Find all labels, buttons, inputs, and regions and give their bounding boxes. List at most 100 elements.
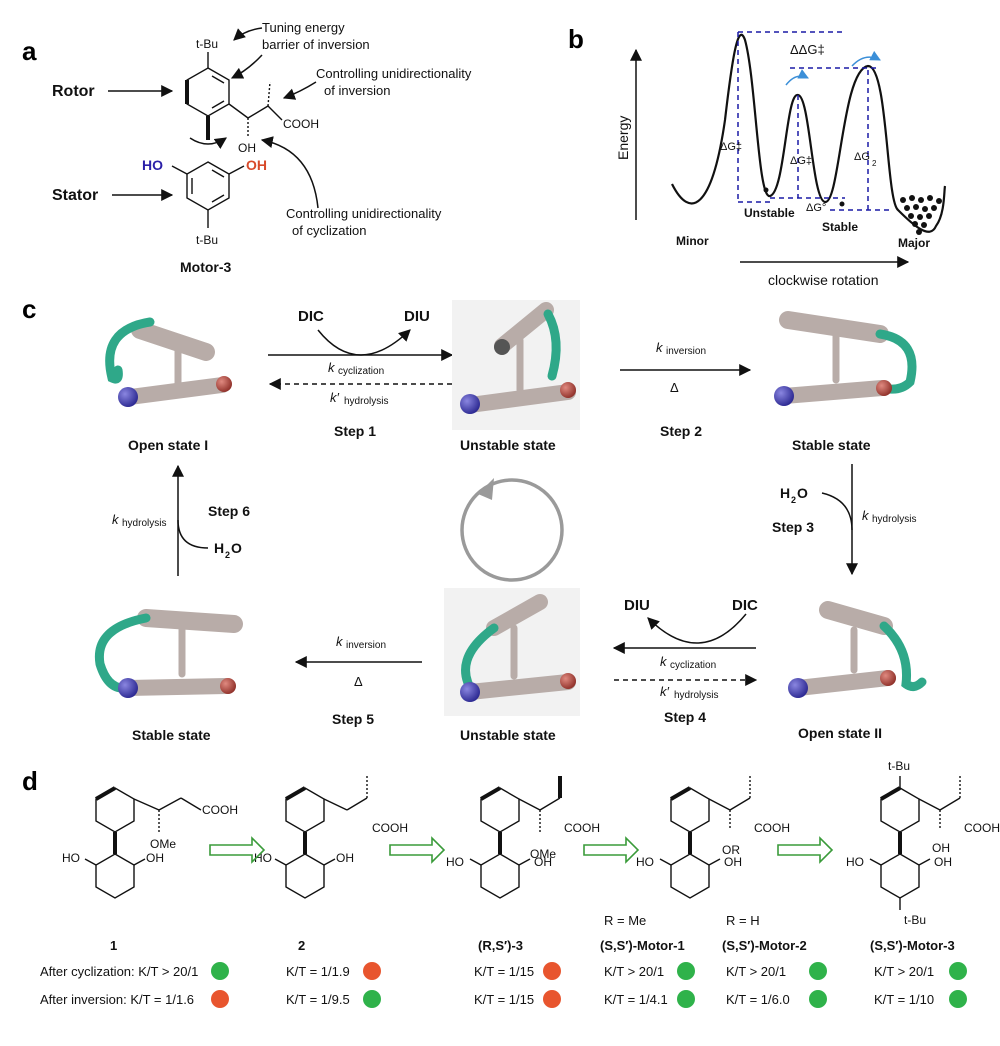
energy-profile xyxy=(671,33,947,233)
panel-d: d COOH OMe HO OH COO xyxy=(22,759,1000,1008)
structure-motor-1-2 xyxy=(659,776,751,899)
svg-text:COOH: COOH xyxy=(564,821,600,835)
kt-value: K/T = 1/1.9 xyxy=(286,964,350,979)
step-3: Step 3 xyxy=(772,519,814,535)
state-stable-top: Stable state xyxy=(792,437,871,453)
svg-text:COOH: COOH xyxy=(964,821,1000,835)
svg-text:inversion: inversion xyxy=(666,346,706,357)
model-unstable-bottom xyxy=(444,588,580,716)
state-open-2: Open state II xyxy=(798,725,882,741)
step-6: Step 6 xyxy=(208,503,250,519)
r-group-label: R = H xyxy=(726,913,760,928)
status-dot xyxy=(211,990,229,1008)
compound-name: (S,S′)-Motor-3 xyxy=(870,938,955,953)
svg-text:Δ: Δ xyxy=(670,380,679,395)
svg-text:inversion: inversion xyxy=(346,640,386,651)
compound-name: (S,S′)-Motor-2 xyxy=(722,938,807,953)
stator-ring xyxy=(186,161,230,211)
step-5: Step 5 xyxy=(332,711,374,727)
status-dot xyxy=(677,962,695,980)
step-2: Step 2 xyxy=(660,423,702,439)
major-dots xyxy=(900,195,942,235)
status-dot xyxy=(677,990,695,1008)
annot-tuning-2: barrier of inversion xyxy=(262,37,370,52)
annot-inversion-1: Controlling unidirectionality xyxy=(316,66,472,81)
svg-text:ΔG: ΔG xyxy=(854,151,870,163)
panel-a-letter: a xyxy=(22,36,37,66)
svg-text:COOH: COOH xyxy=(372,821,408,835)
stator-oh: OH xyxy=(246,157,267,173)
state-unstable-top: Unstable state xyxy=(460,437,556,453)
svg-text:OH: OH xyxy=(534,855,552,869)
status-dot xyxy=(543,990,561,1008)
svg-text:OH: OH xyxy=(932,841,950,855)
kt-value: K/T > 20/1 xyxy=(874,964,934,979)
svg-text:HO: HO xyxy=(446,855,464,869)
panel-b-letter: b xyxy=(568,24,584,54)
compound-name: (R,S′)-3 xyxy=(478,938,523,953)
annot-cyclization-1: Controlling unidirectionality xyxy=(286,206,442,221)
svg-text:k′: k′ xyxy=(660,684,670,699)
status-dot xyxy=(809,990,827,1008)
step5-arrows: k inversion Δ Step 5 xyxy=(294,634,422,727)
panel-c: c Open state I DIC DIU k cyclization k′ … xyxy=(22,294,927,743)
svg-text:OH: OH xyxy=(724,855,742,869)
panel-a: a Rotor Stator t-Bu COOH OH xyxy=(22,20,472,275)
svg-text:DIU: DIU xyxy=(404,308,430,325)
panel-b: b Energy ΔΔG‡ ΔG‡ ΔG‡ ΔG 2 ΔG° Minor Uns… xyxy=(568,24,947,288)
compound-name: (S,S′)-Motor-1 xyxy=(600,938,685,953)
svg-text:2: 2 xyxy=(225,550,230,560)
svg-text:t-Bu: t-Bu xyxy=(904,913,926,927)
svg-text:Δ: Δ xyxy=(354,674,363,689)
svg-text:k: k xyxy=(656,340,664,355)
step-1: Step 1 xyxy=(334,423,376,439)
state-stable-bottom: Stable state xyxy=(132,727,211,743)
step3-arrows: H 2 O k hydrolysis Step 3 xyxy=(772,464,916,576)
motor3-label: Motor-3 xyxy=(180,259,232,275)
svg-text:O: O xyxy=(231,540,242,556)
svg-text:k′: k′ xyxy=(330,390,340,405)
annot-cyclization-2: of cyclization xyxy=(292,223,366,238)
model-stable-bottom xyxy=(94,609,243,698)
svg-text:OH: OH xyxy=(934,855,952,869)
structure-2 xyxy=(274,776,368,899)
svg-text:OMe: OMe xyxy=(530,847,556,861)
rotor-ring xyxy=(185,67,230,117)
svg-text:DIC: DIC xyxy=(298,308,324,325)
svg-text:hydrolysis: hydrolysis xyxy=(344,396,388,407)
rotor-tbu: t-Bu xyxy=(196,37,218,51)
unstable-label: Unstable xyxy=(744,206,795,220)
minor-label: Minor xyxy=(676,234,709,248)
svg-text:k: k xyxy=(112,512,120,527)
stator-ho: HO xyxy=(142,157,163,173)
svg-text:OR: OR xyxy=(722,843,740,857)
model-open-state-2 xyxy=(788,601,927,698)
green-arrows xyxy=(209,836,834,864)
structure-1 xyxy=(84,786,202,899)
svg-text:HO: HO xyxy=(62,851,80,865)
svg-text:hydrolysis: hydrolysis xyxy=(872,514,916,525)
svg-text:COOH: COOH xyxy=(202,803,238,817)
svg-text:k: k xyxy=(660,654,668,669)
compound-name: 2 xyxy=(298,938,305,953)
status-dot xyxy=(949,990,967,1008)
svg-text:k: k xyxy=(328,360,336,375)
r-group-label: R = Me xyxy=(604,913,646,928)
svg-text:HO: HO xyxy=(846,855,864,869)
structure-motor-3 xyxy=(869,776,961,910)
svg-text:k: k xyxy=(862,508,870,523)
stator-tbu: t-Bu xyxy=(196,233,218,247)
dg0-label: ΔG° xyxy=(806,202,826,214)
model-unstable-top xyxy=(452,300,580,430)
svg-text:t-Bu: t-Bu xyxy=(888,759,910,773)
step4-arrows: DIU DIC k cyclization k′ hydrolysis Step… xyxy=(612,597,758,725)
svg-text:H: H xyxy=(214,540,224,556)
kt-value: K/T = 1/4.1 xyxy=(604,992,668,1007)
structure-3 xyxy=(469,776,562,899)
status-dot xyxy=(363,990,381,1008)
ddg-label: ΔΔG‡ xyxy=(790,42,825,57)
status-dot xyxy=(809,962,827,980)
step-4: Step 4 xyxy=(664,709,706,725)
